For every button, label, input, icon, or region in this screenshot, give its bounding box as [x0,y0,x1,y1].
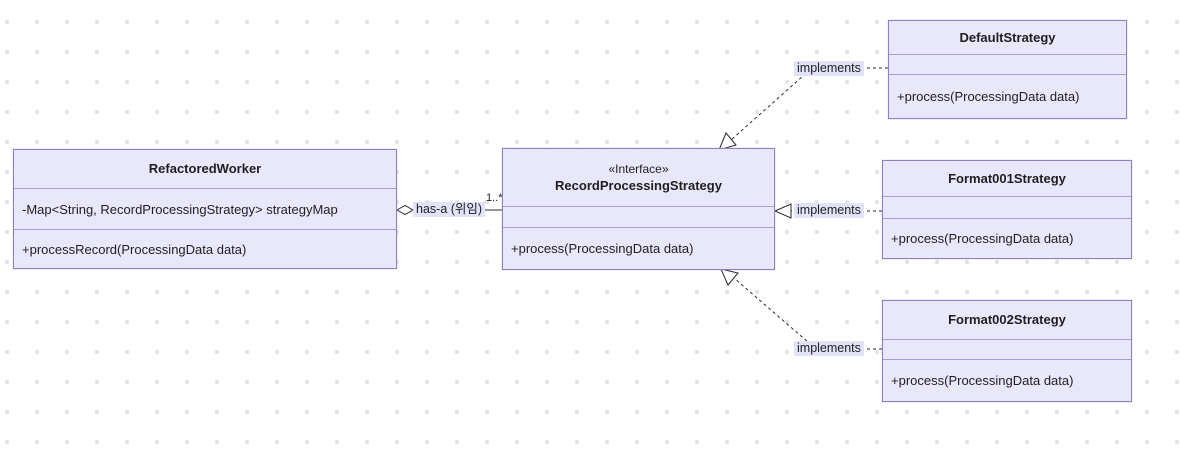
class-title: RefactoredWorker [14,150,396,188]
attributes-compartment [503,206,774,227]
stereotype-label: «Interface» [608,161,669,176]
class-box-defaultstrategy: DefaultStrategy +process(ProcessingData … [888,20,1127,119]
edge-label-implements-defaultstrategy: implements [794,61,864,76]
method-line: +process(ProcessingData data) [891,231,1074,246]
realization-line-defaultstrategy [730,67,888,141]
class-box-recordprocessingstrategy: «Interface» RecordProcessingStrategy +pr… [502,148,775,270]
methods-compartment: +process(ProcessingData data) [883,218,1131,258]
class-title: Format002Strategy [883,301,1131,339]
methods-compartment: +processRecord(ProcessingData data) [14,229,396,268]
edge-label-implements-format001strategy: implements [794,203,864,218]
class-box-format002strategy: Format002Strategy +process(ProcessingDat… [882,300,1132,402]
class-name: Format002Strategy [948,312,1066,328]
class-box-refactoredworker: RefactoredWorker -Map<String, RecordProc… [13,149,397,269]
methods-compartment: +process(ProcessingData data) [889,74,1126,118]
aggregation-diamond-icon [395,204,415,216]
class-box-format001strategy: Format001Strategy +process(ProcessingDat… [882,160,1132,259]
realization-arrow-format001strategy-icon [773,203,792,219]
realization-line-format002strategy [733,277,882,350]
realization-arrow-format002strategy-icon [720,268,739,286]
attributes-compartment [889,54,1126,74]
edge-label-implements-format002strategy: implements [794,341,864,356]
edge-multiplicity: 1..* [486,192,503,204]
class-name: RefactoredWorker [148,161,262,177]
methods-compartment: +process(ProcessingData data) [503,227,774,269]
class-title: «Interface» RecordProcessingStrategy [503,149,774,206]
method-line: +processRecord(ProcessingData data) [22,241,247,257]
method-line: +process(ProcessingData data) [897,89,1080,104]
class-name: Format001Strategy [948,170,1066,186]
method-line: +process(ProcessingData data) [511,241,694,256]
attribute-line: -Map<String, RecordProcessingStrategy> s… [22,201,338,217]
methods-compartment: +process(ProcessingData data) [883,359,1131,401]
attributes-compartment [883,339,1131,359]
class-title: Format001Strategy [883,161,1131,196]
class-title: DefaultStrategy [889,21,1126,54]
attributes-compartment: -Map<String, RecordProcessingStrategy> s… [14,188,396,229]
class-name: RecordProcessingStrategy [555,177,722,193]
edge-label-has-a: has-a (위임) [413,202,486,217]
attributes-compartment [883,196,1131,218]
method-line: +process(ProcessingData data) [891,373,1074,388]
class-name: DefaultStrategy [959,29,1056,45]
